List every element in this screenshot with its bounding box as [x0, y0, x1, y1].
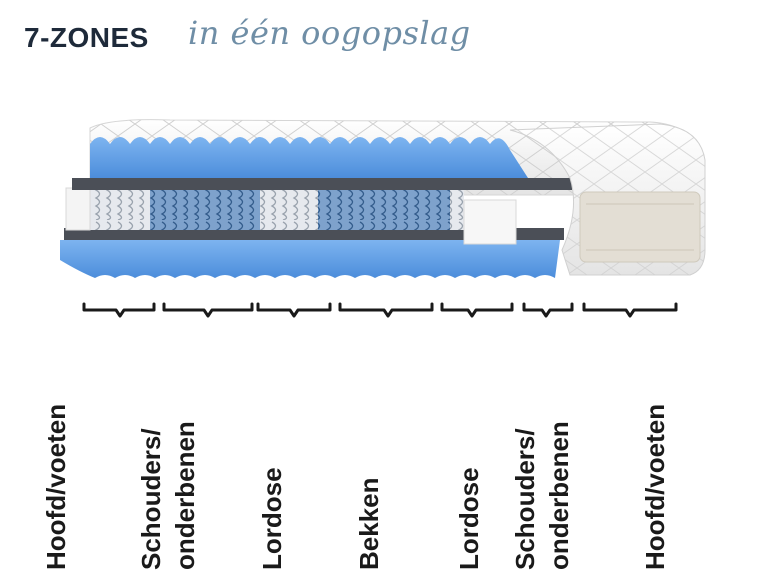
zone-label: Schouders/onderbenen [134, 421, 202, 570]
bracket-icon [522, 302, 574, 318]
bracket-icon [82, 302, 156, 318]
zone-brackets [82, 302, 678, 318]
bracket-icon [256, 302, 332, 318]
bracket-icon [338, 302, 434, 318]
zone-label: Hoofd/voeten [638, 404, 672, 570]
bracket-icon [162, 302, 254, 318]
zone-label-line: onderbenen [170, 421, 201, 570]
title-script: in één oogopslag [188, 14, 471, 52]
zone-label: Bekken [352, 478, 386, 571]
mattress-cross-section-illustration [60, 119, 706, 278]
zone-label-line: Hoofd/voeten [639, 403, 670, 570]
zone-label-line: Schouders/ [509, 428, 540, 570]
zone-label: Lordose [255, 467, 289, 570]
zone-label: Hoofd/voeten [39, 404, 73, 570]
zone-label-line: Lordose [256, 467, 287, 570]
zone-label: Schouders/onderbenen [508, 421, 576, 570]
bracket-icon [440, 302, 514, 318]
zone-label: Lordose [452, 467, 486, 570]
title-bold: 7-ZONES [24, 22, 149, 53]
zone-label-line: Hoofd/voeten [40, 403, 71, 570]
zone-label-line: Lordose [454, 467, 485, 570]
zone-label-line: Schouders/ [136, 428, 167, 570]
zone-label-line: onderbenen [543, 421, 574, 570]
zone-label-line: Bekken [354, 477, 385, 571]
bracket-icon [582, 302, 678, 318]
